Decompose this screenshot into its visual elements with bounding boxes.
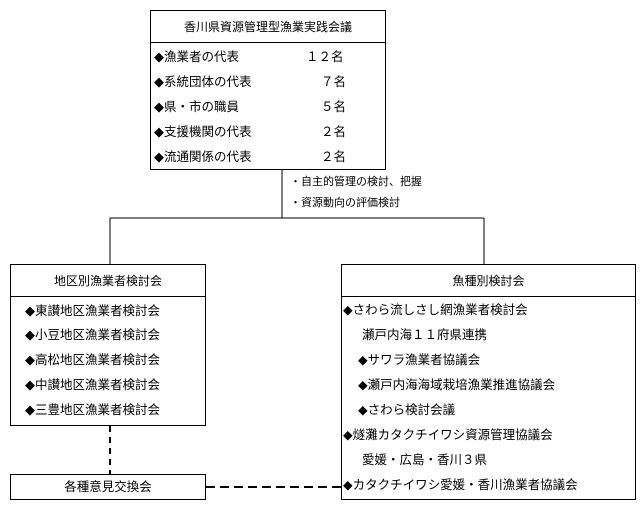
- diamond-marker: ◆: [25, 328, 35, 343]
- member-count: １２名: [306, 49, 344, 64]
- species-line: 愛媛・広島・香川３県: [362, 452, 488, 467]
- diamond-marker: ◆: [25, 403, 35, 418]
- diamond-marker: ◆: [25, 304, 35, 319]
- diamond-marker: ◆: [154, 150, 164, 165]
- note-text: ・自主的管理の検討、把握: [290, 175, 422, 188]
- district-item: ◆高松地区漁業者検討会: [25, 352, 160, 369]
- district-box: 地区別漁業者検討会 ◆東讃地区漁業者検討会 ◆小豆地区漁業者検討会 ◆高松地区漁…: [10, 264, 206, 426]
- district-item-label: 小豆地区漁業者検討会: [35, 327, 161, 342]
- species-line: ◆サワラ漁業者協議会: [358, 352, 481, 367]
- species-line: ◆燧灘カタクチイワシ資源管理協議会: [343, 427, 553, 442]
- member-count: ２名: [321, 124, 347, 139]
- district-item-label: 東讃地区漁業者検討会: [35, 303, 161, 318]
- member-label: 漁業者の代表: [164, 49, 240, 64]
- district-item-label: 三豊地区漁業者検討会: [35, 402, 161, 417]
- district-item: ◆三豊地区漁業者検討会: [25, 402, 160, 419]
- species-title: 魚種別検討会: [342, 265, 635, 297]
- member-row: ◆県・市の職員: [154, 99, 239, 116]
- note-text: ・資源動向の評価検討: [290, 196, 400, 209]
- member-label: 支援機関の代表: [164, 124, 252, 139]
- member-count: ５名: [321, 99, 347, 114]
- species-line: ◆さわら検討会議: [358, 402, 456, 417]
- district-title: 地区別漁業者検討会: [11, 265, 205, 297]
- district-item-label: 高松地区漁業者検討会: [35, 352, 161, 367]
- exchange-box: 各種意見交換会: [10, 474, 206, 500]
- council-box: 香川県資源管理型漁業実践会議 ◆漁業者の代表 １２名 ◆系統団体の代表 ７名 ◆…: [150, 10, 386, 170]
- exchange-title: 各種意見交換会: [64, 479, 152, 494]
- member-row: ◆漁業者の代表: [154, 49, 239, 66]
- diamond-marker: ◆: [154, 75, 164, 90]
- species-box: 魚種別検討会 ◆さわら流しさし網漁業者検討会 瀬戸内海１１府県連携 ◆サワラ漁業…: [341, 264, 636, 500]
- member-row: ◆流通関係の代表: [154, 149, 252, 166]
- diamond-marker: ◆: [154, 125, 164, 140]
- member-label: 流通関係の代表: [164, 149, 252, 164]
- diamond-marker: ◆: [154, 100, 164, 115]
- member-label: 系統団体の代表: [164, 74, 252, 89]
- member-row: ◆系統団体の代表: [154, 74, 252, 91]
- member-count: ２名: [321, 149, 347, 164]
- member-row: ◆支援機関の代表: [154, 124, 252, 141]
- district-item-label: 中讃地区漁業者検討会: [35, 377, 161, 392]
- member-count: ７名: [321, 74, 347, 89]
- diamond-marker: ◆: [154, 50, 164, 65]
- district-item: ◆東讃地区漁業者検討会: [25, 303, 160, 320]
- diamond-marker: ◆: [25, 378, 35, 393]
- member-label: 県・市の職員: [164, 99, 240, 114]
- district-item: ◆小豆地区漁業者検討会: [25, 327, 160, 344]
- council-title: 香川県資源管理型漁業実践会議: [151, 11, 385, 43]
- diamond-marker: ◆: [25, 353, 35, 368]
- district-item: ◆中讃地区漁業者検討会: [25, 377, 160, 394]
- species-line: ◆さわら流しさし網漁業者検討会: [343, 302, 528, 317]
- species-line: ◆カタクチイワシ愛媛・香川漁業者協議会: [343, 477, 578, 492]
- species-line: ◆瀬戸内海海域栽培漁業推進協議会: [358, 377, 556, 392]
- species-line: 瀬戸内海１１府県連携: [362, 327, 488, 342]
